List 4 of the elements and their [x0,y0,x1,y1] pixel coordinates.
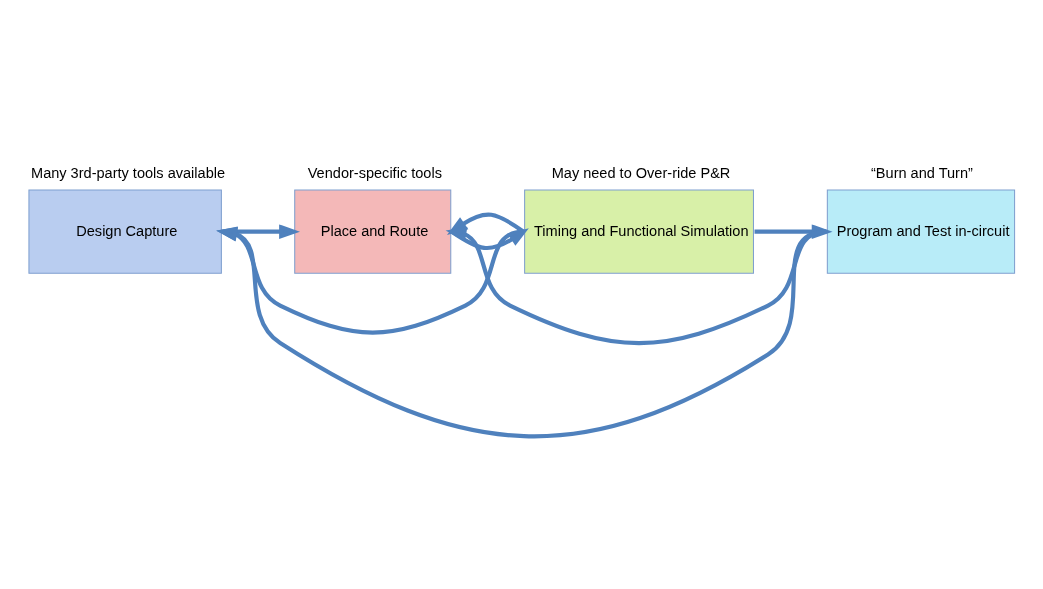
node-label: Vendor-specific tools [307,164,442,181]
node-label: Many 3rd-party tools available [31,164,226,181]
node-label: “Burn and Turn” [871,164,973,181]
node-label: May need to Over-ride P&R [551,164,731,181]
